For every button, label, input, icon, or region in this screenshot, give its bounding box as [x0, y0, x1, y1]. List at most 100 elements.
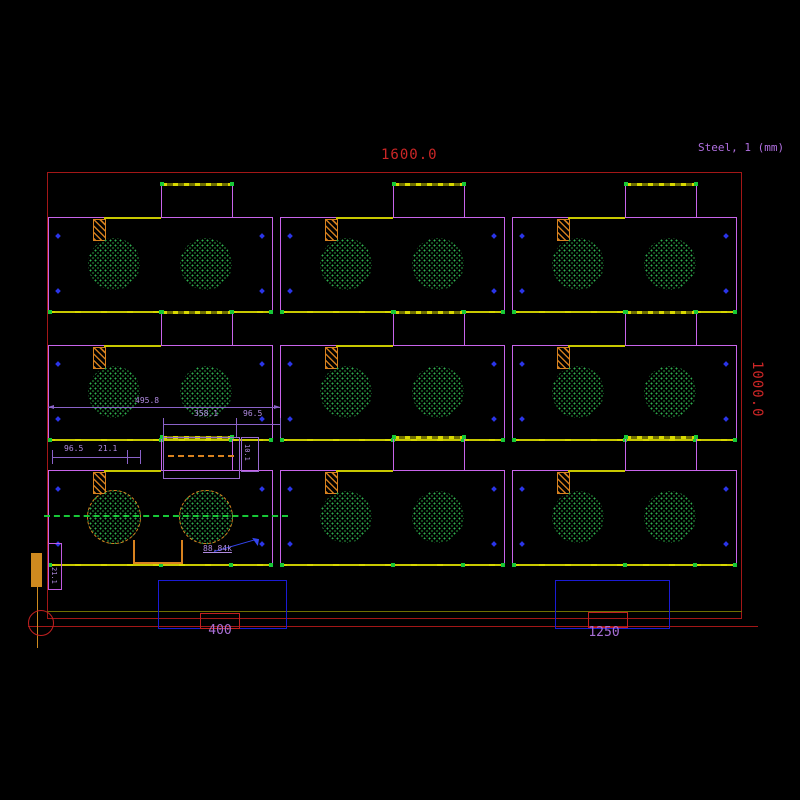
nested-part[interactable] [512, 435, 737, 567]
snap-tick-icon [694, 182, 698, 186]
snap-tick-icon [48, 438, 52, 442]
shared-cut-edge [568, 217, 625, 219]
origin-marker [28, 610, 54, 636]
snap-tick-icon [501, 563, 505, 567]
corner-marker-icon [491, 233, 497, 239]
snap-tick-icon [280, 438, 284, 442]
dim-arrow [48, 405, 54, 409]
nested-part[interactable] [48, 182, 273, 314]
snap-tick-icon [392, 435, 396, 439]
dim-label-mid: 358.1 [194, 409, 219, 418]
tab-edge [394, 311, 464, 314]
corner-marker-icon [519, 486, 525, 492]
snap-tick-icon [48, 563, 52, 567]
part-tab [624, 182, 698, 218]
snap-tick-icon [269, 310, 273, 314]
sheet-outline[interactable] [47, 172, 742, 619]
nested-part[interactable] [280, 182, 505, 314]
dim-ext-line [52, 450, 53, 464]
hole-pattern-circle [88, 366, 140, 418]
nested-part[interactable] [512, 310, 737, 442]
corner-marker-icon [491, 288, 497, 294]
clamp-zone-2[interactable] [555, 580, 670, 629]
hatch-mark [325, 472, 338, 494]
nested-part[interactable] [280, 310, 505, 442]
shared-cut-edge [336, 217, 393, 219]
hole-pattern-circle [320, 238, 372, 290]
part-tab [160, 182, 234, 218]
mass-annotation: 88.84k [203, 544, 232, 553]
corner-marker-icon [55, 288, 61, 294]
part-notch [133, 540, 183, 564]
snap-tick-icon [269, 438, 273, 442]
dim-label-right: 96.5 [243, 409, 263, 418]
hole-pattern-circle [412, 366, 464, 418]
snap-tick-icon [624, 435, 628, 439]
tab-edge [394, 436, 464, 439]
small-part-outline[interactable] [48, 543, 62, 590]
dim-label-a: 96.5 [64, 444, 84, 453]
material-label: Steel, 1 (mm) [698, 141, 785, 154]
corner-marker-icon [287, 233, 293, 239]
snap-tick-icon [694, 435, 698, 439]
corner-marker-icon [723, 416, 729, 422]
snap-tick-icon [48, 310, 52, 314]
table-edge-line [28, 626, 758, 627]
dim-ext-line [163, 418, 164, 437]
snap-tick-icon [733, 438, 737, 442]
hole-pattern-circle [552, 238, 604, 290]
tab-edge [626, 311, 696, 314]
tab-edge [162, 183, 232, 186]
sheet-width-dimension: 1600.0 [381, 147, 438, 163]
snap-tick-icon [230, 182, 234, 186]
dim-label-long: 495.8 [135, 396, 160, 405]
snap-tick-icon [280, 563, 284, 567]
dim-label-vertical: 10.1 [243, 444, 251, 461]
corner-marker-icon [519, 541, 525, 547]
hole-pattern-circle [320, 366, 372, 418]
shared-cut-edge [336, 470, 393, 472]
dim-label-b: 21.1 [98, 444, 118, 453]
part-tab [160, 310, 234, 346]
nested-part[interactable] [512, 182, 737, 314]
nested-part[interactable] [48, 310, 273, 442]
snap-tick-icon [160, 435, 164, 439]
nested-part[interactable] [280, 435, 505, 567]
hole-pattern-circle [552, 491, 604, 543]
part-tab [392, 435, 466, 471]
hole-pattern-circle [552, 366, 604, 418]
dim-ext-line [236, 418, 237, 437]
corner-marker-icon [55, 233, 61, 239]
hole-pattern-circle [180, 238, 232, 290]
shared-cut-edge [568, 470, 625, 472]
corner-marker-icon [491, 541, 497, 547]
clamp-stop-1[interactable] [200, 613, 240, 629]
dim-line-mid [163, 424, 280, 425]
part-tab [624, 310, 698, 346]
hole-pattern-circle [412, 238, 464, 290]
corner-marker-icon [287, 361, 293, 367]
hole-pattern-circle [644, 491, 696, 543]
hatch-mark [325, 219, 338, 241]
snap-tick-icon [624, 182, 628, 186]
hole-pattern-circle [644, 366, 696, 418]
remnant-bar[interactable] [31, 553, 42, 587]
corner-marker-icon [519, 361, 525, 367]
corner-marker-icon [55, 361, 61, 367]
snap-tick-icon [624, 310, 628, 314]
corner-marker-icon [287, 288, 293, 294]
snap-tick-icon [280, 310, 284, 314]
snap-tick-icon [733, 310, 737, 314]
corner-marker-icon [287, 486, 293, 492]
machine-axis-line [47, 611, 742, 612]
corner-marker-icon [491, 416, 497, 422]
clamp-stop-2[interactable] [588, 612, 628, 628]
part-tab [624, 435, 698, 471]
snap-tick-icon [512, 310, 516, 314]
snap-tick-icon [694, 310, 698, 314]
dim-arrow [274, 405, 280, 409]
corner-marker-icon [287, 541, 293, 547]
dim-ext-line [127, 450, 128, 464]
shared-cut-edge [336, 345, 393, 347]
